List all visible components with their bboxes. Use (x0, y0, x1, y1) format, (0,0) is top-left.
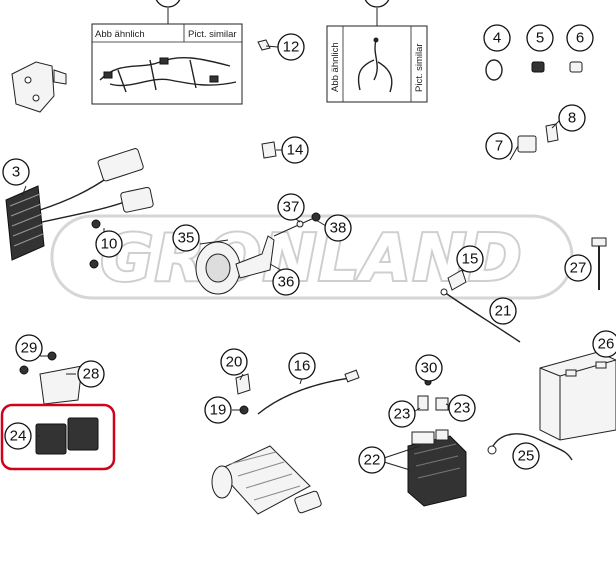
callout-8-label: 8 (568, 110, 576, 127)
clips-4-5-6 (485, 59, 583, 81)
cable-21 (440, 269, 521, 343)
terminal-27 (591, 237, 607, 290)
callout-16-label: 16 (294, 358, 311, 375)
callout-29-label: 29 (21, 340, 38, 357)
callout-28[interactable]: 28 (77, 360, 105, 388)
callout-30-label: 30 (421, 360, 438, 377)
caption-2-right: Pict. similar (414, 43, 425, 92)
horn-part (195, 212, 321, 295)
bracket-part (11, 61, 67, 113)
callout-35[interactable]: 35 (172, 224, 200, 252)
battery-part (539, 351, 616, 441)
fuse-box (407, 378, 467, 507)
caption-1-left: Abb ähnlich (95, 29, 145, 40)
callout-22[interactable]: 22 (358, 446, 386, 474)
callout-23-right-label: 23 (454, 400, 471, 417)
callout-23-left-label: 23 (394, 406, 411, 423)
callout-12[interactable]: 12 (277, 33, 305, 61)
callout-12-label: 12 (283, 39, 300, 56)
caption-2-left: Abb ähnlich (330, 42, 341, 92)
callout-7-label: 7 (495, 138, 503, 155)
relay-7-8 (517, 123, 559, 153)
callout-35-label: 35 (178, 230, 195, 247)
callout-26[interactable]: 26 (592, 330, 616, 358)
callout-1-label: 1 (164, 0, 172, 3)
callout-16[interactable]: 16 (288, 352, 316, 380)
callout-19[interactable]: 19 (204, 396, 232, 424)
callout-22-label: 22 (364, 452, 381, 469)
relay-24 (35, 417, 99, 455)
callout-20-label: 20 (226, 354, 243, 371)
caption-1-right: Pict. similar (188, 29, 237, 40)
bracket-28 (19, 351, 83, 405)
callout-27-label: 27 (570, 260, 587, 277)
callout-4[interactable]: 4 (483, 24, 511, 52)
callout-36-label: 36 (278, 274, 295, 291)
callout-29[interactable]: 29 (15, 334, 43, 362)
callout-3[interactable]: 3 (2, 158, 30, 186)
regulator-part (5, 148, 154, 261)
callout-23-left[interactable]: 23 (388, 400, 416, 428)
callout-1[interactable]: 1 (155, 0, 181, 8)
cable-25 (487, 433, 573, 461)
callout-36[interactable]: 36 (272, 268, 300, 296)
callout-8[interactable]: 8 (558, 104, 586, 132)
callout-23-right[interactable]: 23 (448, 394, 476, 422)
callout-38-label: 38 (330, 220, 347, 237)
callout-2-label: 2 (373, 0, 381, 3)
callout-6-label: 6 (576, 30, 584, 47)
callout-3-label: 3 (12, 164, 20, 181)
callout-10[interactable]: 10 (95, 230, 123, 258)
callout-25-label: 25 (518, 448, 535, 465)
screws (89, 39, 277, 269)
callout-14[interactable]: 14 (281, 136, 309, 164)
callout-14-label: 14 (287, 142, 304, 159)
callout-6[interactable]: 6 (566, 24, 594, 52)
callout-21-label: 21 (495, 303, 512, 320)
callout-30[interactable]: 30 (415, 354, 443, 382)
callout-5[interactable]: 5 (526, 24, 554, 52)
cable-16 (235, 369, 360, 415)
highlight-box-24 (0, 403, 116, 471)
callout-19-label: 19 (210, 402, 227, 419)
callout-38[interactable]: 38 (324, 214, 352, 242)
callout-24[interactable]: 24 (4, 422, 32, 450)
callout-5-label: 5 (536, 30, 544, 47)
callout-25[interactable]: 25 (512, 442, 540, 470)
callout-4-label: 4 (493, 30, 501, 47)
caption-box-1: Abb ähnlich Pict. similar (91, 23, 243, 105)
callout-24-label: 24 (10, 428, 27, 445)
callout-7[interactable]: 7 (485, 132, 513, 160)
callout-15[interactable]: 15 (456, 245, 484, 273)
watermark: GRONLAND (50, 214, 574, 300)
caption-box-2: Abb ähnlich Pict. similar (326, 25, 428, 103)
callout-2[interactable]: 2 (364, 0, 390, 8)
starter-motor (211, 445, 322, 515)
callout-10-label: 10 (101, 236, 118, 253)
callout-37-label: 37 (283, 199, 300, 216)
callout-26-label: 26 (598, 336, 615, 353)
callout-20[interactable]: 20 (220, 348, 248, 376)
callout-15-label: 15 (462, 251, 479, 268)
callout-21[interactable]: 21 (489, 297, 517, 325)
callout-37[interactable]: 37 (277, 193, 305, 221)
callout-27[interactable]: 27 (564, 254, 592, 282)
callout-28-label: 28 (83, 366, 100, 383)
